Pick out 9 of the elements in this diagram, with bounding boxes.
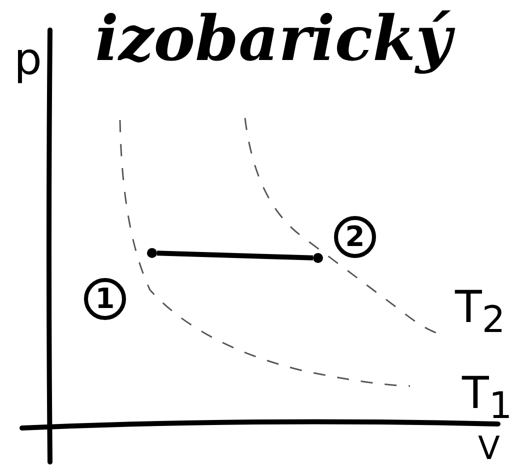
state-point: [313, 253, 323, 263]
isotherm-label: T$_{2}$: [455, 286, 506, 338]
state-number: 1: [84, 278, 126, 320]
process-line: [156, 250, 314, 260]
state-number: 2: [334, 216, 376, 258]
isotherm-label: T$_{1}$: [462, 372, 512, 424]
axis-label: p: [14, 38, 42, 82]
axis-label: V: [478, 432, 500, 464]
state-point: [147, 248, 157, 258]
